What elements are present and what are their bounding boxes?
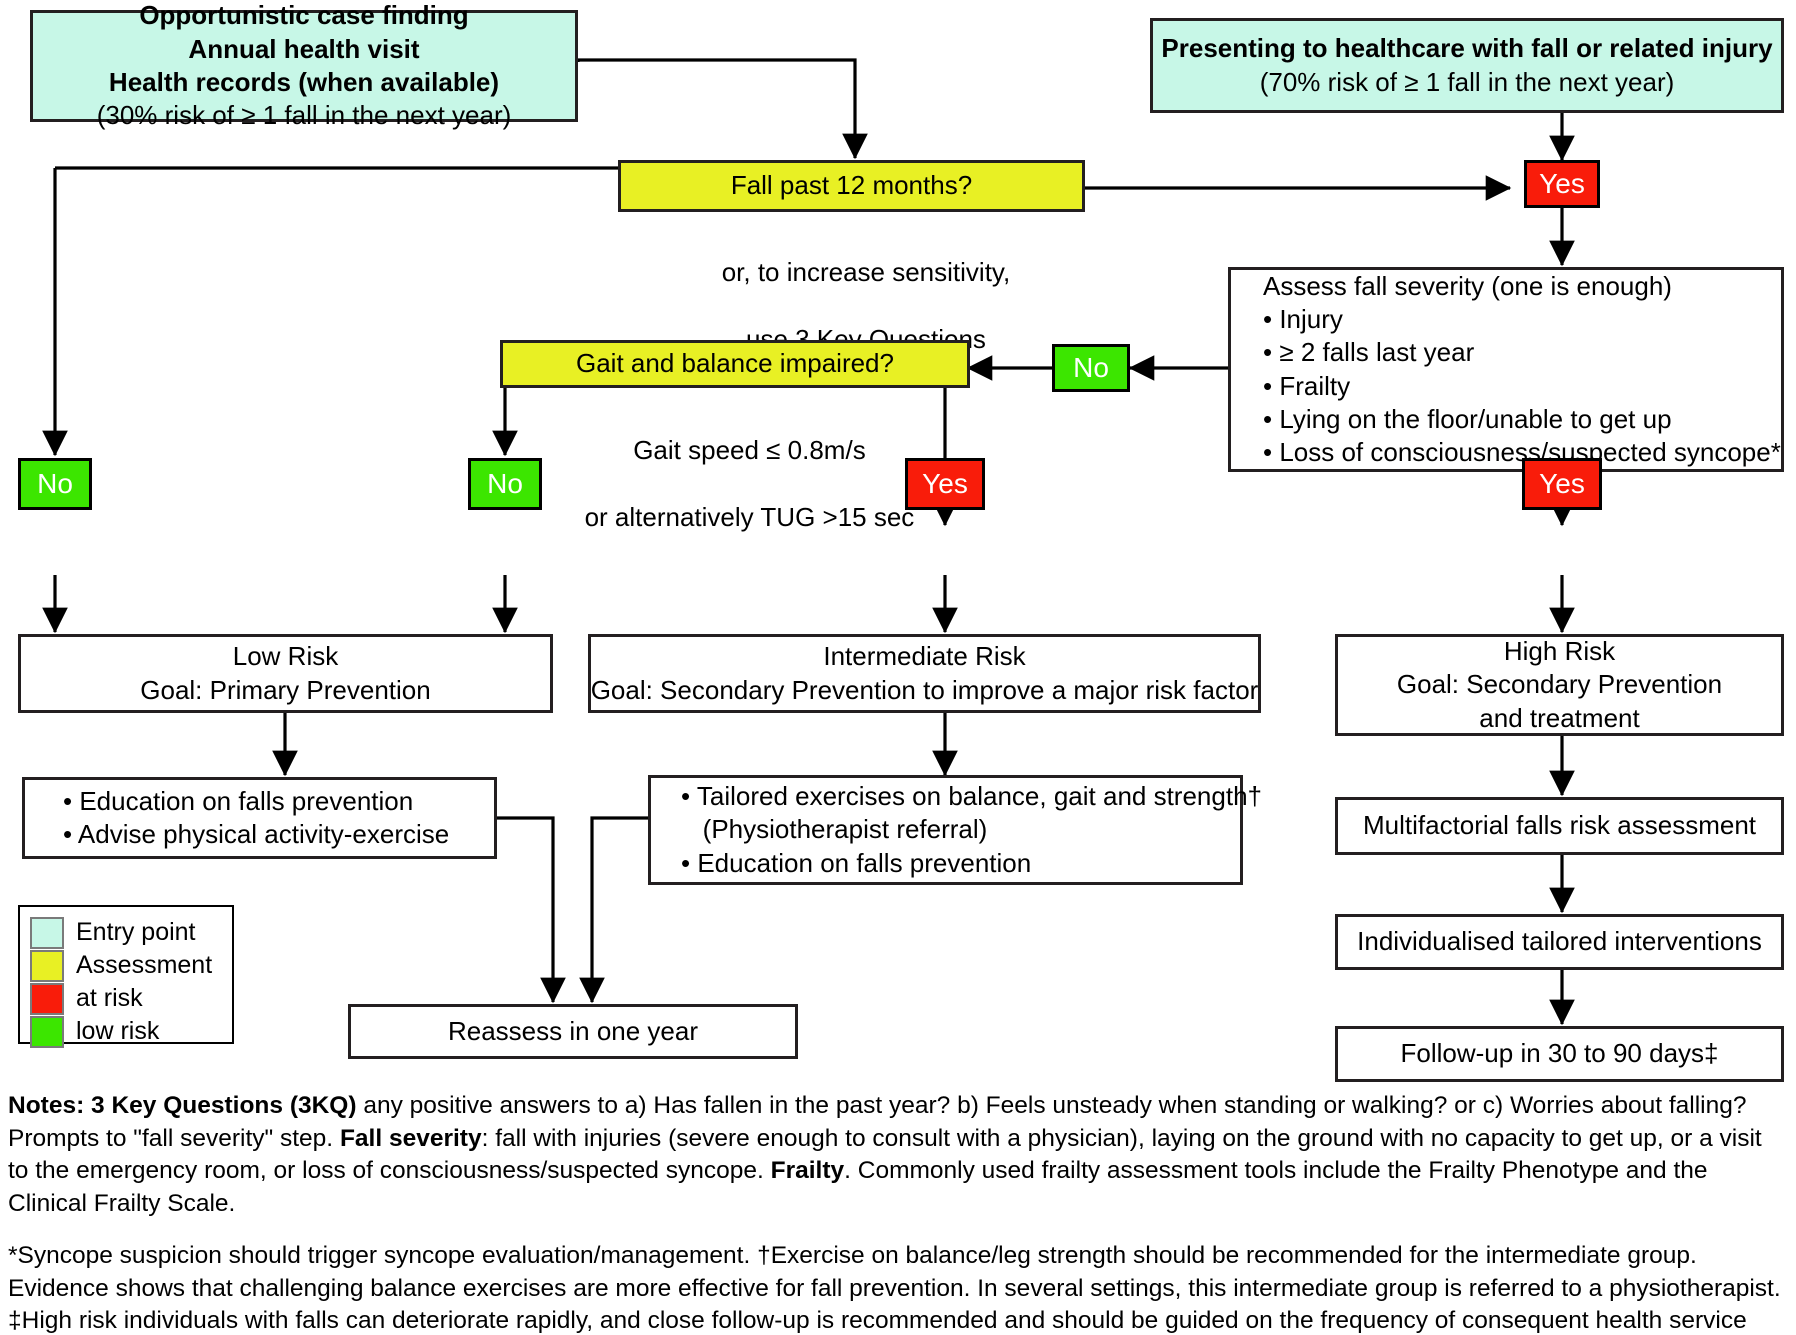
legend-label-entry-point: Entry point — [76, 918, 196, 947]
decision-no-fall-history-label: No — [37, 468, 73, 499]
assess-gait-label: Gait and balance impaired? — [576, 348, 894, 379]
legend-swatch-low-risk — [30, 1016, 64, 1048]
notes-paragraph-1: Notes: 3 Key Questions (3KQ) any positiv… — [8, 1090, 1788, 1220]
high-chain-step3: Follow-up in 30 to 90 days‡ — [1400, 1038, 1719, 1069]
legend-swatch-assessment — [30, 950, 64, 982]
risk-high-line1: High Risk — [1503, 636, 1616, 667]
decision-yes-top-right-label: Yes — [1539, 168, 1585, 199]
high-risk-step-follow-up: Follow-up in 30 to 90 days‡ — [1335, 1026, 1784, 1082]
decision-no-severity-label: No — [1073, 352, 1109, 383]
actions-low-item-advise-activity: • Advise physical activity-exercise — [63, 819, 450, 849]
entry-right-line2: (70% risk of ≥ 1 fall in the next year) — [1259, 66, 1675, 97]
notes-p1-text-a: any positive answers to a) Has fallen in… — [8, 1092, 1747, 1152]
decision-no-gait-label: No — [487, 468, 523, 499]
notes-p2-text-a: *Syncope suspicion should trigger syncop… — [8, 1242, 1781, 1335]
assess-gait-caption-line1: Gait speed ≤ 0.8m/s — [633, 434, 866, 465]
assessment-gait-and-balance: Gait and balance impaired? — [500, 340, 970, 388]
risk-intermediate-line2: Goal: Secondary Prevention to improve a … — [590, 674, 1259, 705]
severity-heading: Assess fall severity (one is enough) — [1263, 270, 1672, 301]
assess-fall-label: Fall past 12 months? — [730, 170, 973, 201]
notes-p1-bold-fall-severity: Fall severity — [339, 1124, 482, 1152]
actions-intermediate-item-education: • Education on falls prevention — [681, 847, 1032, 878]
decision-yes-gait: Yes — [905, 458, 985, 510]
assess-fall-caption-line1: or, to increase sensitivity, — [721, 256, 1011, 287]
notes-p1-bold-frailty: Frailty — [770, 1157, 845, 1185]
severity-item-frailty: • Frailty — [1263, 370, 1351, 401]
legend-item-low-risk: low risk — [30, 1016, 220, 1048]
legend-item-assessment: Assessment — [30, 950, 220, 982]
severity-item-injury: • Injury — [1263, 303, 1343, 334]
legend-swatch-at-risk — [30, 983, 64, 1015]
decision-no-fall-history: No — [18, 458, 92, 510]
notes-p1-text-c: . Commonly used frailty assessment tools… — [8, 1157, 1708, 1217]
legend: Entry point Assessment at risk low risk — [18, 905, 234, 1048]
high-chain-step1: Multifactorial falls risk assessment — [1363, 810, 1756, 841]
high-chain-step2: Individualised tailored interventions — [1357, 926, 1762, 957]
legend-swatch-entry-point — [30, 917, 64, 949]
reassess-in-one-year-box: Reassess in one year — [348, 1004, 798, 1059]
reassess-label: Reassess in one year — [447, 1015, 699, 1046]
risk-low-line2: Goal: Primary Prevention — [140, 674, 431, 705]
high-risk-step-multifactorial-assessment: Multifactorial falls risk assessment — [1335, 797, 1784, 855]
severity-item-loss-of-consciousness: • Loss of consciousness/suspected syncop… — [1263, 437, 1781, 468]
assess-gait-caption-line2: or alternatively TUG >15 sec — [584, 502, 915, 533]
legend-label-assessment: Assessment — [76, 951, 213, 980]
assess-gait-caption: Gait speed ≤ 0.8m/s or alternatively TUG… — [500, 400, 970, 569]
entry-right-line1: Presenting to healthcare with fall or re… — [1161, 33, 1773, 64]
legend-item-at-risk: at risk — [30, 983, 220, 1015]
entry-opportunistic-case-finding: Opportunistic case finding Annual health… — [30, 0, 578, 130]
decision-yes-gait-label: Yes — [922, 468, 968, 499]
decision-yes-top-right: Yes — [1524, 160, 1600, 208]
high-risk-step-individualised-interventions: Individualised tailored interventions — [1335, 914, 1784, 970]
entry-presenting-to-healthcare: Presenting to healthcare with fall or re… — [1150, 18, 1784, 113]
actions-intermediate-item-tailored-exercises: • Tailored exercises on balance, gait an… — [681, 781, 1262, 812]
assessment-fall-past-12-months: Fall past 12 months? — [618, 160, 1085, 212]
actions-low-item-education: • Education on falls prevention — [63, 785, 414, 816]
notes-p1-bold-3kq: Notes: 3 Key Questions (3KQ) — [8, 1092, 357, 1119]
decision-yes-severity-label: Yes — [1539, 468, 1585, 499]
risk-low-line1: Low Risk — [232, 641, 339, 672]
decision-yes-severity: Yes — [1522, 458, 1602, 510]
notes-block: Notes: 3 Key Questions (3KQ) any positiv… — [8, 1090, 1788, 1335]
assess-fall-severity-box: Assess fall severity (one is enough) • I… — [1228, 267, 1784, 472]
decision-no-severity: No — [1052, 344, 1130, 392]
legend-item-entry-point: Entry point — [30, 917, 220, 949]
entry-left-line4: (30% risk of ≥ 1 fall in the next year) — [96, 100, 512, 131]
decision-no-gait: No — [468, 458, 542, 510]
severity-item-lying-on-floor: • Lying on the floor/unable to get up — [1263, 403, 1672, 434]
risk-intermediate-line1: Intermediate Risk — [823, 641, 1026, 672]
actions-low-risk-box: • Education on falls prevention • Advise… — [22, 777, 497, 859]
risk-high-line3: and treatment — [1479, 702, 1640, 733]
notes-paragraph-2: *Syncope suspicion should trigger syncop… — [8, 1240, 1788, 1335]
entry-left-line3: Health records (when available) — [108, 67, 500, 97]
risk-high-line2: Goal: Secondary Prevention — [1396, 669, 1723, 700]
notes-p1-text-b: : fall with injuries (severe enough to c… — [8, 1124, 1762, 1185]
entry-left-line1: Opportunistic case finding — [139, 0, 469, 31]
legend-label-low-risk: low risk — [76, 1017, 160, 1046]
actions-intermediate-risk-box: • Tailored exercises on balance, gait an… — [648, 775, 1262, 885]
risk-intermediate-box: Intermediate Risk Goal: Secondary Preven… — [588, 634, 1261, 713]
severity-item-two-falls: • ≥ 2 falls last year — [1263, 337, 1475, 368]
actions-intermediate-item-physio-referral: (Physiotherapist referral) — [681, 814, 988, 845]
risk-low-box: Low Risk Goal: Primary Prevention — [18, 634, 553, 713]
legend-label-at-risk: at risk — [76, 984, 143, 1013]
risk-high-box: High Risk Goal: Secondary Prevention and… — [1335, 634, 1784, 736]
entry-left-line2: Annual health visit — [188, 33, 420, 64]
